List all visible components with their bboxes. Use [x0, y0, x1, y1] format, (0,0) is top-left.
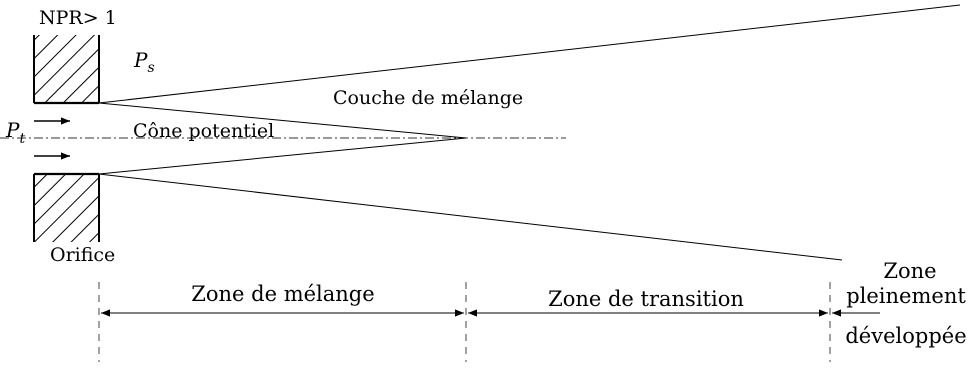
- mixing-layer-upper-boundary: [98, 4, 961, 104]
- potential-core-lower-boundary: [98, 137, 467, 175]
- potential-core-upper-boundary: [98, 102, 467, 139]
- zone-developpee-label-line1: Zone: [883, 259, 936, 283]
- mixing-layer-lower-boundary: [98, 173, 843, 261]
- zone-transition-label: Zone de transition: [548, 287, 744, 311]
- pt-label: Pt: [5, 118, 25, 147]
- ps-label-sub: s: [147, 60, 154, 76]
- zone-developpee-label-line2: pleinement: [846, 284, 966, 308]
- pt-label-sub: t: [19, 131, 25, 147]
- mixing-layer-label: Couche de mélange: [333, 87, 523, 109]
- nozzle-lower-lip: [33, 172, 100, 242]
- ps-label: Ps: [133, 48, 155, 76]
- ps-label-main: P: [133, 48, 148, 72]
- zone-melange-label: Zone de mélange: [191, 282, 374, 306]
- pt-label-main: P: [5, 118, 20, 142]
- npr-label: NPR> 1: [39, 7, 117, 29]
- orifice-label: Orifice: [50, 244, 115, 266]
- nozzle-upper-lip: [33, 35, 100, 105]
- zone-developpee-label-line3: développée: [845, 324, 966, 348]
- potential-core-label: Cône potentiel: [133, 120, 274, 142]
